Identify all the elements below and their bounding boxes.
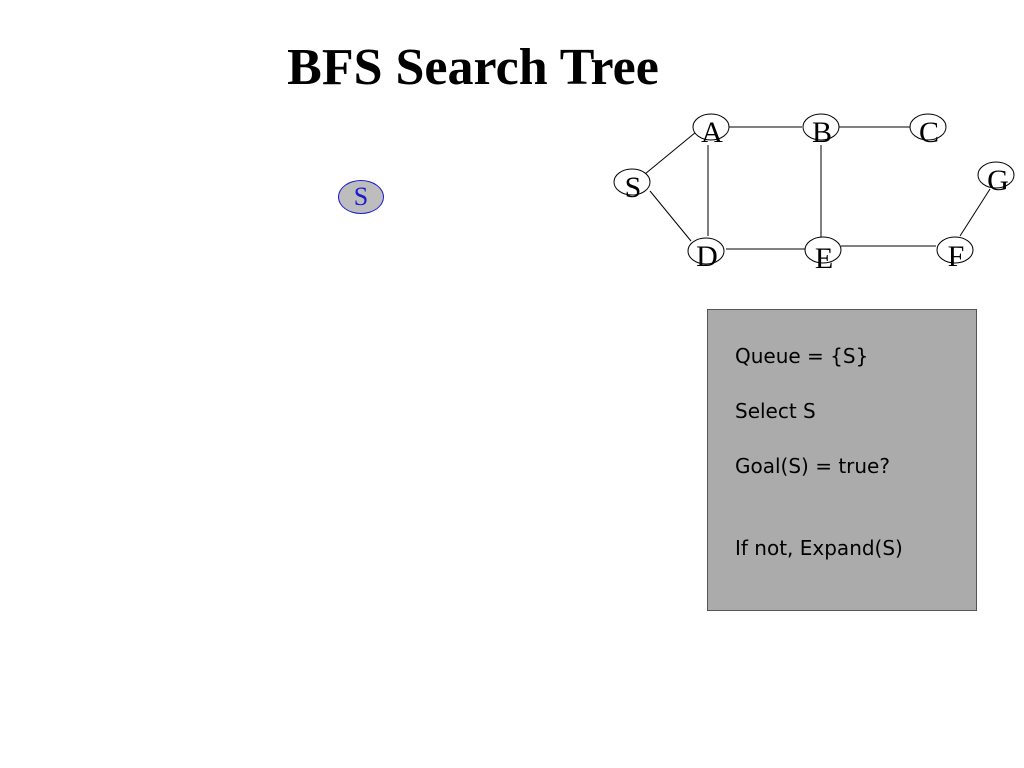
- graph-node-g: [977, 161, 1015, 189]
- tree-node-s: S: [338, 180, 384, 214]
- graph-node-b: [802, 113, 840, 141]
- graph-label-f: F: [948, 240, 965, 273]
- goal-check-text: Goal(S) = true?: [735, 454, 890, 478]
- graph-node-s: [613, 168, 651, 196]
- edge-f-g: [959, 188, 991, 237]
- edge-s-a: [644, 131, 697, 175]
- graph-nodes: [613, 113, 1015, 265]
- graph-label-d: D: [696, 240, 718, 273]
- graph-label-c: C: [919, 116, 939, 149]
- graph-label-s: S: [625, 171, 642, 204]
- queue-info-box: Queue = {S} Select S Goal(S) = true? If …: [707, 309, 977, 611]
- expand-text: If not, Expand(S): [735, 536, 903, 560]
- edge-s-d: [649, 190, 692, 242]
- slide-title: BFS Search Tree: [287, 39, 659, 96]
- graph-label-e: E: [815, 242, 833, 275]
- graph-node-labels: A B C S G D E F: [625, 116, 1009, 275]
- queue-text: Queue = {S}: [735, 344, 869, 368]
- graph-edges: [644, 126, 991, 250]
- graph-node-c: [909, 113, 947, 141]
- graph-node-a: [692, 113, 730, 141]
- graph-label-g: G: [987, 164, 1009, 197]
- graph-label-a: A: [701, 116, 723, 149]
- graph-node-d: [687, 237, 725, 265]
- graph-label-b: B: [812, 116, 832, 149]
- state-graph: A B C S G D E F: [613, 113, 1015, 275]
- graph-node-f: [936, 236, 974, 264]
- graph-node-e: [804, 236, 842, 264]
- select-text: Select S: [735, 399, 816, 423]
